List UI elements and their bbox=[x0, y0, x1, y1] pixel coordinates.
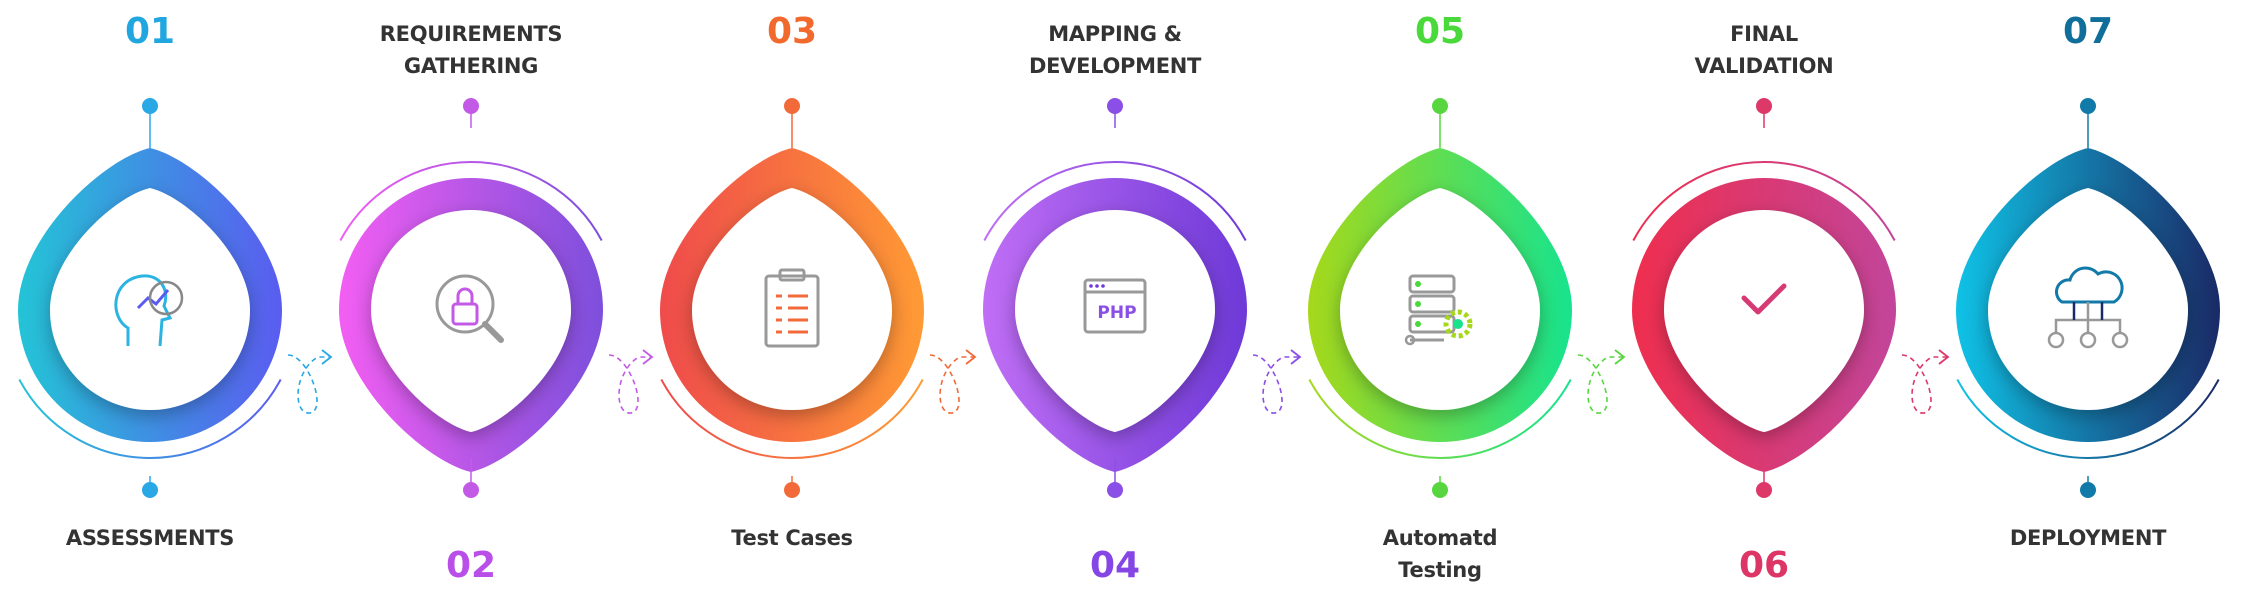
step-label: ASSESSMENTS bbox=[65, 526, 235, 550]
teardrop-inner bbox=[1340, 188, 1540, 410]
cloud-network-icon bbox=[2047, 266, 2129, 349]
step-label: FINAL VALIDATION bbox=[1694, 22, 1834, 78]
search-lock-icon bbox=[435, 274, 504, 343]
step-label: Automatd Testing bbox=[1382, 526, 1498, 582]
teardrop-inner bbox=[371, 210, 571, 432]
connector-arrow bbox=[608, 349, 654, 414]
accent-arc bbox=[1308, 379, 1572, 460]
pin-dot-bottom bbox=[1756, 482, 1772, 498]
teardrop-inner bbox=[1664, 210, 1864, 432]
php-icon-text: PHP bbox=[1097, 303, 1136, 323]
checkmark-icon bbox=[1741, 283, 1787, 315]
step-label: DEPLOYMENT bbox=[2009, 526, 2167, 550]
step-number: 03 bbox=[766, 11, 818, 52]
step-5 bbox=[1308, 98, 1572, 498]
step-number: 05 bbox=[1414, 11, 1466, 52]
connector-arrow bbox=[1577, 349, 1626, 414]
head-analytics-icon bbox=[114, 274, 184, 347]
pin-dot-bottom bbox=[463, 482, 479, 498]
connector-arrow bbox=[929, 349, 977, 414]
step-label: MAPPING & DEVELOPMENT bbox=[1028, 22, 1202, 78]
connector-arrow bbox=[1252, 349, 1302, 414]
step-7 bbox=[1956, 98, 2220, 498]
accent-arc bbox=[983, 160, 1247, 241]
pin-dot-top bbox=[1756, 98, 1772, 114]
pin-dot-top bbox=[142, 98, 158, 114]
teardrop-inner bbox=[1988, 188, 2188, 410]
step-3 bbox=[660, 98, 924, 498]
step-1 bbox=[18, 98, 282, 498]
connector-arrow bbox=[1901, 349, 1950, 414]
accent-arc bbox=[660, 379, 924, 459]
php-window-icon: PHP bbox=[1083, 278, 1147, 334]
step-label: REQUIREMENTS GATHERING bbox=[379, 22, 563, 78]
teardrop-inner bbox=[692, 188, 892, 410]
accent-arc bbox=[1632, 160, 1896, 241]
pin-dot-bottom bbox=[1432, 482, 1448, 498]
step-2 bbox=[339, 98, 603, 498]
pin-dot-top bbox=[2080, 98, 2096, 114]
pin-dot-bottom bbox=[142, 482, 158, 498]
step-number: 04 bbox=[1089, 545, 1141, 586]
clipboard-icon bbox=[764, 268, 820, 348]
step-6 bbox=[1632, 98, 1896, 498]
accent-arc bbox=[339, 161, 603, 241]
step-number: 01 bbox=[124, 11, 176, 52]
step-number: 02 bbox=[445, 545, 497, 586]
step-number: 06 bbox=[1738, 545, 1790, 586]
accent-arc bbox=[1956, 379, 2220, 460]
pin-dot-bottom bbox=[1107, 482, 1123, 498]
pin-dot-top bbox=[1107, 98, 1123, 114]
teardrop-inner bbox=[1015, 210, 1215, 432]
pin-dot-top bbox=[463, 98, 479, 114]
step-number: 07 bbox=[2062, 11, 2114, 52]
pin-dot-bottom bbox=[2080, 482, 2096, 498]
pin-dot-top bbox=[1432, 98, 1448, 114]
server-gear-icon bbox=[1404, 274, 1473, 346]
pin-dot-bottom bbox=[784, 482, 800, 498]
step-label: Test Cases bbox=[731, 526, 853, 550]
step-4: PHP bbox=[983, 98, 1247, 498]
pin-dot-top bbox=[784, 98, 800, 114]
accent-arc bbox=[18, 379, 282, 459]
connector-arrow bbox=[287, 349, 333, 414]
